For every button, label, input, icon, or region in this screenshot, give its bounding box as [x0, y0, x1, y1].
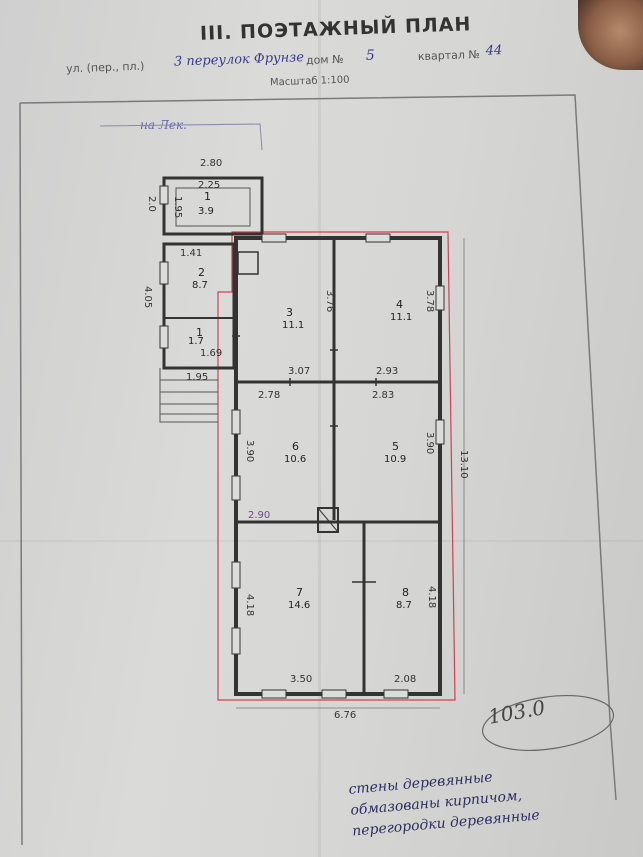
paper-fold-horizontal	[0, 540, 643, 542]
dimension-label: 3.90	[424, 432, 435, 455]
room-area: 10.9	[384, 454, 407, 465]
windows	[159, 185, 445, 699]
room-area: 8.7	[192, 280, 208, 291]
dimension-label: 2.90	[248, 510, 271, 521]
dimension-label: 13.10	[458, 450, 469, 479]
room-number: 2	[198, 266, 205, 279]
room-area: 14.6	[288, 600, 311, 611]
dimension-label: 2.93	[376, 366, 399, 377]
dimension-label: 3.78	[424, 290, 435, 313]
dimension-label: 2.25	[198, 180, 221, 191]
frame-line-left	[19, 102, 23, 846]
stove	[317, 507, 339, 533]
hall-walls	[162, 242, 236, 370]
dimension-label: 1.95	[172, 196, 183, 219]
room-area: 10.6	[284, 454, 307, 465]
porch-inner	[175, 187, 251, 227]
paper-fold	[318, 0, 321, 857]
room-area: 8.7	[396, 600, 412, 611]
dimension-label: 4.18	[426, 586, 437, 609]
dimension-label: 3.90	[244, 440, 255, 463]
dimension-label: 1.41	[180, 248, 203, 259]
porch-walls	[162, 176, 264, 236]
dimension-label: 2.83	[372, 390, 395, 401]
dimension-label: 3.76	[324, 290, 335, 313]
steps	[159, 368, 218, 423]
stove-diagonal	[317, 507, 339, 533]
dimension-label: 4.18	[244, 594, 255, 617]
dimension-label: 3.07	[288, 366, 311, 377]
frame-line	[19, 94, 617, 801]
room-area: 11.1	[282, 320, 305, 331]
dimension-label: 2.08	[394, 674, 417, 685]
dimension-label: 2.78	[258, 390, 281, 401]
dimension-label: 3.50	[290, 674, 313, 685]
house-walls	[234, 236, 442, 696]
red-outline	[217, 231, 456, 701]
dimension-label: 1.69	[200, 348, 223, 359]
dimension-label: 2.0	[146, 196, 157, 212]
room-number: 7	[296, 586, 303, 599]
room-number: 4	[396, 298, 403, 311]
door-marks	[232, 335, 377, 583]
dimension-label: 1.95	[186, 372, 209, 383]
dimension-label: 6.76	[334, 710, 357, 721]
room-number: 8	[402, 586, 409, 599]
room-number: 1	[196, 326, 203, 339]
room-number: 5	[392, 440, 399, 453]
pencil-box	[99, 123, 263, 151]
dimension-label: 4.05	[142, 286, 153, 309]
dimension-label: 2.80	[200, 158, 223, 169]
room-area: 3.9	[198, 206, 214, 217]
room-number: 1	[204, 190, 211, 203]
room-number: 3	[286, 306, 293, 319]
stove-corner	[237, 251, 259, 275]
room-area: 1.7	[188, 336, 204, 347]
area-oval	[481, 695, 615, 751]
room-number: 6	[292, 440, 299, 453]
room-area: 11.1	[390, 312, 413, 323]
